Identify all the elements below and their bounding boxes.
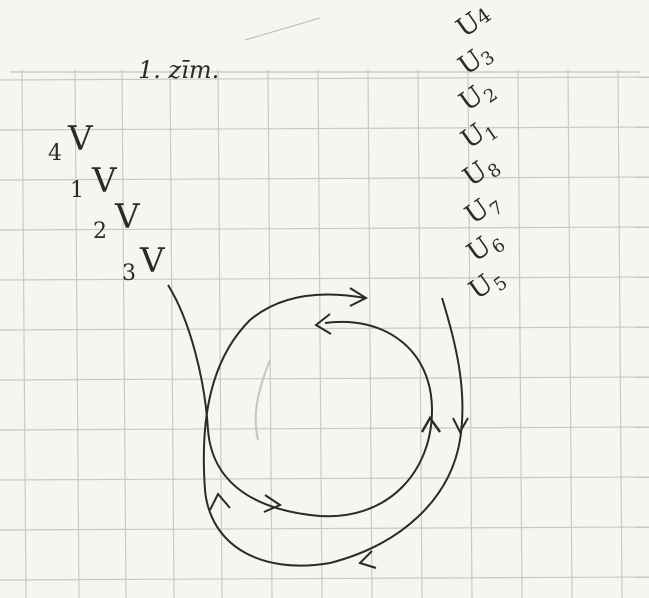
grid-line-vertical (417, 69, 423, 598)
inner-loop-arrow-head (314, 313, 332, 335)
outer-loop-arrow-head (349, 287, 369, 307)
left-label-mark: V (91, 161, 118, 201)
grid-line-vertical (267, 69, 273, 598)
grid-line-vertical (169, 69, 175, 598)
left-track-line (167, 284, 434, 518)
left-label-mark: V (139, 241, 166, 281)
grid-line-horizontal (0, 476, 649, 481)
right-label-mark: U (460, 193, 495, 230)
grid-line-vertical (74, 69, 80, 598)
faded-ruler-marks (10, 17, 640, 73)
left-label-number: 3 (122, 261, 136, 286)
left-label-mark: V (114, 197, 141, 237)
right-label-mark: U (462, 231, 497, 268)
grid-line-vertical (517, 69, 523, 598)
grid-line-vertical (217, 69, 223, 598)
grid-line-horizontal (0, 276, 649, 281)
left-label-number: 1 (70, 178, 84, 203)
inner-loop-arrow-head (420, 415, 441, 433)
figure-title: 1. zīm. (138, 56, 219, 84)
grid-line-vertical (467, 69, 473, 598)
right-label-group: U 4 U 3 U 2 U 1 U 8 U 7 U 6 U 5 (451, 3, 511, 306)
grid-line-vertical (121, 69, 127, 598)
outer-loop-arrow-head (452, 417, 469, 435)
right-label-mark: U (454, 80, 489, 117)
grid-line-horizontal (0, 376, 649, 381)
grid-line-vertical (617, 69, 623, 598)
inner-loop-arrow-head (263, 494, 283, 513)
faded-erased-arrow (254, 359, 271, 441)
left-label-number: 2 (93, 219, 107, 244)
grid-line-horizontal (0, 326, 649, 331)
grid-line-vertical (21, 69, 27, 598)
grid-line-vertical (317, 69, 323, 598)
outer-loop-arrow-head (358, 550, 377, 569)
grid-line-horizontal (0, 576, 649, 581)
grid-line-horizontal (0, 426, 649, 431)
grid-paper (0, 69, 649, 598)
grid-line-horizontal (0, 76, 649, 81)
grid-line-horizontal (0, 226, 649, 231)
outer-loop-arrow-head (209, 492, 231, 511)
left-label-number: 4 (48, 141, 62, 166)
left-label-mark: V (67, 119, 94, 159)
grid-line-horizontal (0, 526, 649, 531)
grid-line-horizontal (0, 126, 649, 131)
grid-line-horizontal (0, 176, 649, 181)
left-label-group: 4 V 1 V 2 V 3 V (48, 119, 166, 286)
grid-line-vertical (567, 69, 573, 598)
right-label-mark: U (458, 156, 493, 193)
grid-line-vertical (367, 69, 373, 598)
